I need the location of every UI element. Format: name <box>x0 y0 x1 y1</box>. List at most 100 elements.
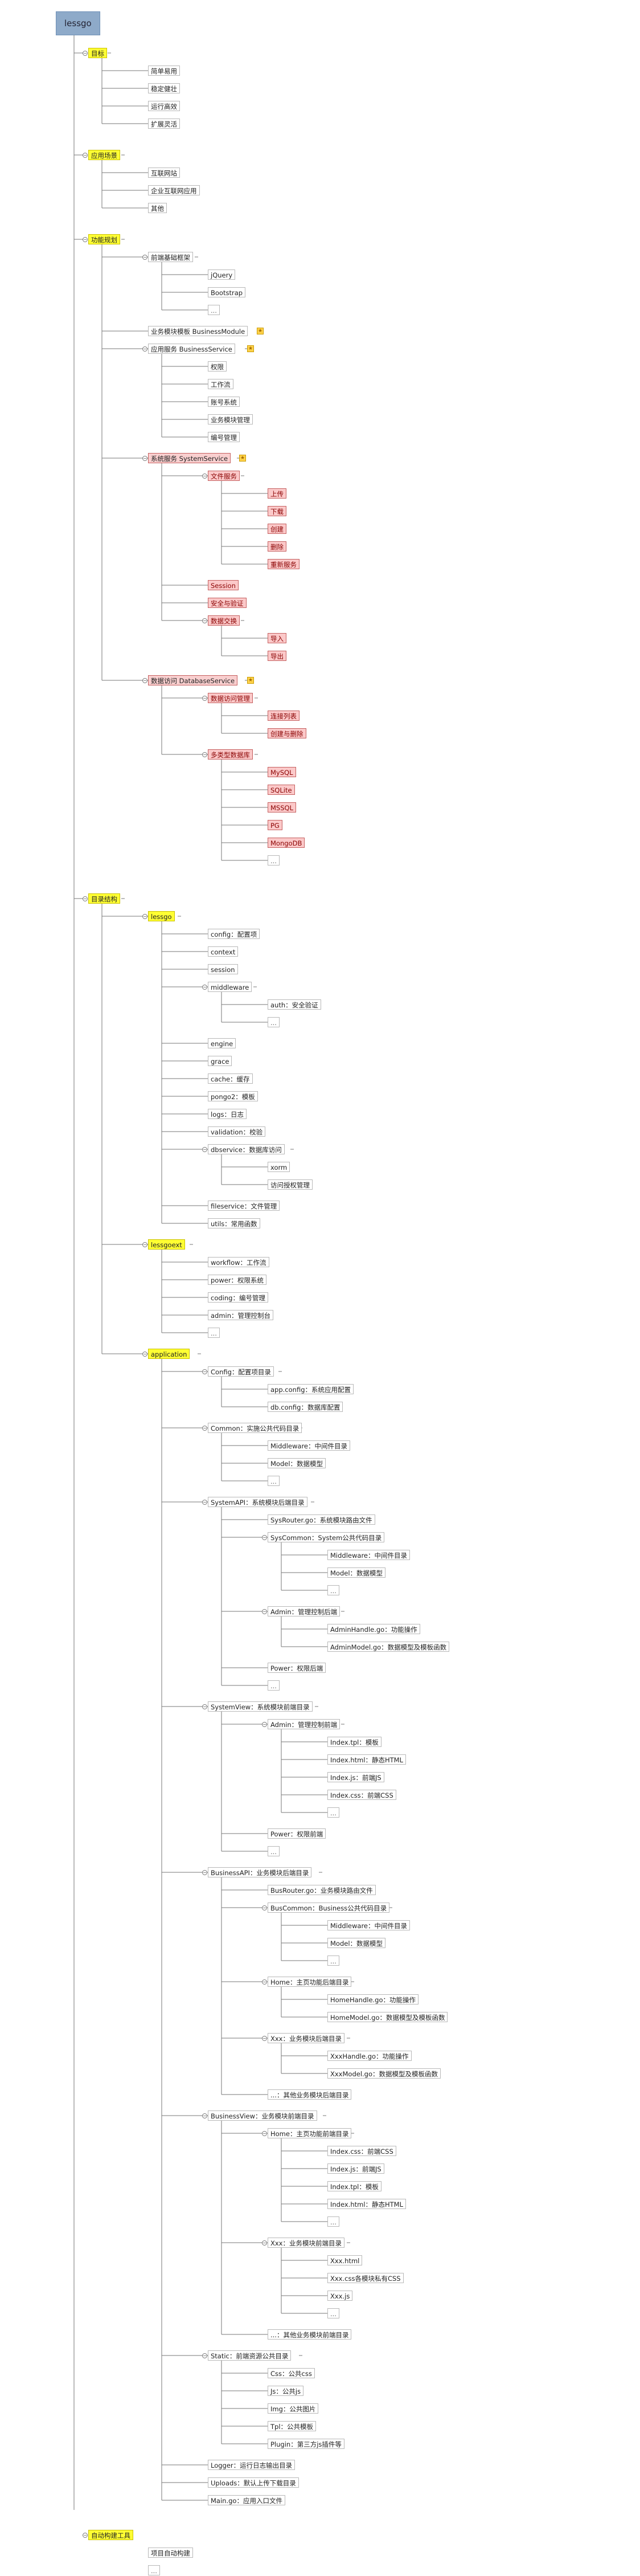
collapse-toggle-icon[interactable]: − <box>142 255 147 260</box>
collapse-toggle-icon[interactable]: − <box>202 1500 207 1505</box>
collapse-toggle-icon[interactable]: − <box>262 2131 267 2136</box>
mindmap-node[interactable]: PG <box>268 820 282 830</box>
mindmap-node[interactable]: middleware <box>208 982 252 992</box>
mindmap-node[interactable]: Index.js：前端JS <box>327 2163 384 2174</box>
mindmap-node[interactable]: Power：权限后端 <box>268 1663 326 1673</box>
mindmap-node[interactable]: 其他 <box>148 203 167 213</box>
mindmap-node[interactable]: db.config：数据库配置 <box>268 1402 343 1412</box>
mindmap-node[interactable]: AdminModel.go：数据模型及模板函数 <box>327 1642 450 1652</box>
mindmap-node[interactable]: BusinessView：业务模块前端目录 <box>208 2110 317 2121</box>
mindmap-node[interactable]: Index.tpl：模板 <box>327 2181 381 2191</box>
mindmap-node[interactable]: ... <box>268 1476 280 1486</box>
mindmap-node[interactable]: Index.html：静态HTML <box>327 1754 407 1765</box>
mindmap-node[interactable]: 数据访问管理 <box>208 693 253 703</box>
collapse-toggle-icon[interactable]: − <box>142 456 147 461</box>
mindmap-node[interactable]: XxxModel.go：数据模型及模板函数 <box>327 2068 441 2079</box>
mindmap-node[interactable]: validation：校验 <box>208 1126 266 1137</box>
collapse-toggle-icon[interactable]: − <box>202 618 207 623</box>
mindmap-node[interactable]: 访问授权管理 <box>268 1179 313 1190</box>
mindmap-node[interactable]: Session <box>208 580 239 590</box>
collapse-toggle-icon[interactable]: − <box>202 473 207 479</box>
branch-node[interactable]: 目标 <box>88 48 107 58</box>
mindmap-node[interactable]: XxxHandle.go：功能操作 <box>327 2051 412 2061</box>
collapse-toggle-icon[interactable]: − <box>262 1722 267 1727</box>
branch-node[interactable]: 自动构建工具 <box>88 2530 133 2540</box>
mindmap-node[interactable]: ... <box>327 1956 339 1966</box>
mindmap-node[interactable]: power：权限系统 <box>208 1275 267 1285</box>
collapse-toggle-icon[interactable]: − <box>83 153 88 158</box>
collapse-toggle-icon[interactable]: − <box>202 1870 207 1875</box>
mindmap-node[interactable]: Middleware：中间件目录 <box>327 1550 410 1560</box>
mindmap-node[interactable]: MySQL <box>268 767 296 777</box>
mindmap-node[interactable]: ... <box>268 1680 280 1691</box>
collapse-toggle-icon[interactable]: − <box>83 2533 88 2538</box>
mindmap-node[interactable]: Js：公共js <box>268 2386 304 2396</box>
mindmap-node[interactable]: ... <box>327 1585 339 1595</box>
mindmap-node[interactable]: config：配置项 <box>208 929 260 939</box>
mindmap-node[interactable]: logs：日志 <box>208 1109 247 1119</box>
mindmap-node[interactable]: 企业互联网应用 <box>148 185 200 195</box>
mindmap-node[interactable]: ... <box>268 855 280 866</box>
mindmap-node[interactable]: 前端基础框架 <box>148 252 193 262</box>
mindmap-node[interactable]: 导出 <box>268 651 286 661</box>
mindmap-node[interactable]: SysRouter.go：系统模块路由文件 <box>268 1514 375 1525</box>
mindmap-node[interactable]: SQLite <box>268 785 295 795</box>
mindmap-node[interactable]: Middleware：中间件目录 <box>327 1920 410 1930</box>
mindmap-node[interactable]: SystemAPI：系统模块后端目录 <box>208 1497 307 1507</box>
mindmap-node[interactable]: 下载 <box>268 506 286 516</box>
mindmap-node[interactable]: Plugin：第三方js插件等 <box>268 2439 344 2449</box>
mindmap-node[interactable]: 业务模块模板 BusinessModule <box>148 326 248 336</box>
mindmap-node[interactable]: 业务模块管理 <box>208 414 253 424</box>
mindmap-node[interactable]: 简单易用 <box>148 66 180 76</box>
mindmap-node[interactable]: MongoDB <box>268 838 305 848</box>
mindmap-node[interactable]: AdminHandle.go：功能操作 <box>327 1624 420 1634</box>
collapse-toggle-icon[interactable]: − <box>202 985 207 990</box>
mindmap-node[interactable]: BusinessAPI：业务模块后端目录 <box>208 1867 312 1877</box>
mindmap-node[interactable]: grace <box>208 1056 232 1066</box>
mindmap-node[interactable]: ...：其他业务模块前端目录 <box>268 2329 352 2340</box>
collapse-toggle-icon[interactable]: − <box>142 1242 147 1247</box>
mindmap-node[interactable]: HomeModel.go：数据模型及模板函数 <box>327 2012 448 2022</box>
mindmap-node[interactable]: Xxx.html <box>327 2255 363 2265</box>
collapse-toggle-icon[interactable]: − <box>262 1535 267 1540</box>
mindmap-node[interactable]: HomeHandle.go：功能操作 <box>327 1994 419 2005</box>
mindmap-node[interactable]: Xxx.js <box>327 2291 353 2301</box>
mindmap-node[interactable]: Power：权限前端 <box>268 1828 326 1839</box>
mindmap-node[interactable]: Xxx：业务模块后端目录 <box>268 2033 344 2043</box>
mindmap-node[interactable]: BusCommon：Business公共代码目录 <box>268 1903 390 1913</box>
root-node[interactable]: lessgo <box>56 11 100 35</box>
mindmap-node[interactable]: ... <box>327 2308 339 2318</box>
mindmap-node[interactable]: workflow：工作流 <box>208 1257 269 1267</box>
mindmap-node[interactable]: cache：缓存 <box>208 1073 253 1084</box>
mindmap-node[interactable]: Index.js：前端JS <box>327 1772 384 1782</box>
mindmap-node[interactable]: 创建 <box>268 524 286 534</box>
collapse-toggle-icon[interactable]: − <box>262 1609 267 1614</box>
mindmap-node[interactable]: dbservice：数据库访问 <box>208 1144 285 1154</box>
mindmap-node[interactable]: auth：安全验证 <box>268 999 321 1010</box>
mindmap-node[interactable]: Uploads：默认上传下载目录 <box>208 2477 299 2488</box>
mindmap-node[interactable]: 扩展灵活 <box>148 119 180 129</box>
branch-node[interactable]: 功能规划 <box>88 234 120 244</box>
mindmap-node[interactable]: Index.css：前端CSS <box>327 1790 396 1800</box>
collapse-toggle-icon[interactable]: − <box>202 752 207 757</box>
mindmap-node[interactable]: 删除 <box>268 541 286 552</box>
mindmap-node[interactable]: ...：其他业务模块后端目录 <box>268 2089 352 2100</box>
collapse-toggle-icon[interactable]: − <box>262 1905 267 1910</box>
mindmap-node[interactable]: fileservice：文件管理 <box>208 1201 280 1211</box>
mindmap-node[interactable]: Static：前端资源公共目录 <box>208 2350 292 2361</box>
mindmap-node[interactable]: admin：管理控制台 <box>208 1310 274 1320</box>
mindmap-node[interactable]: Index.css：前端CSS <box>327 2146 396 2156</box>
mindmap-node[interactable]: 导入 <box>268 633 286 643</box>
collapse-toggle-icon[interactable]: − <box>202 696 207 701</box>
collapse-toggle-icon[interactable]: − <box>202 1369 207 1374</box>
collapse-toggle-icon[interactable]: − <box>202 1704 207 1709</box>
mindmap-node[interactable]: 重新服务 <box>268 559 300 569</box>
mindmap-node[interactable]: Xxx：业务模块前端目录 <box>268 2238 344 2248</box>
mindmap-node[interactable]: ... <box>327 1807 339 1818</box>
mindmap-node[interactable]: Img：公共图片 <box>268 2403 319 2414</box>
mindmap-node[interactable]: 账号系统 <box>208 397 240 407</box>
mindmap-node[interactable]: 工作流 <box>208 379 233 389</box>
mindmap-node[interactable]: Model：数据模型 <box>268 1458 326 1468</box>
mindmap-node[interactable]: 文件服务 <box>208 471 240 481</box>
collapse-toggle-icon[interactable]: − <box>262 2036 267 2041</box>
